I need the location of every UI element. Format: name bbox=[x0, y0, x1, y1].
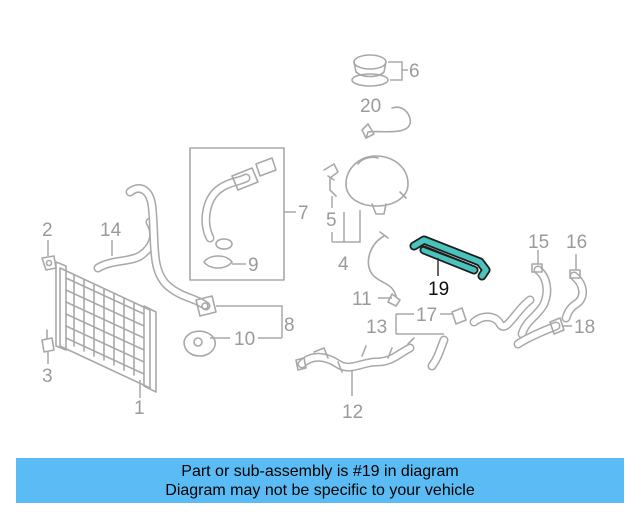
part-19-coolant-pipe[interactable] bbox=[409, 235, 491, 281]
callout-19: 19 bbox=[428, 279, 449, 300]
callout-9: 9 bbox=[248, 255, 259, 276]
part-hose-kit bbox=[189, 147, 285, 281]
banner-line-part: Part or sub-assembly is #19 in diagram bbox=[181, 462, 459, 480]
part-coolant-flange bbox=[183, 330, 216, 357]
part-bracket-upper bbox=[41, 255, 57, 271]
part-hose-16 bbox=[561, 269, 587, 323]
part-hose-18 bbox=[513, 317, 565, 349]
callout-10: 10 bbox=[234, 329, 255, 350]
callout-8: 8 bbox=[284, 315, 295, 336]
callout-15: 15 bbox=[528, 232, 549, 253]
callout-4: 4 bbox=[338, 254, 349, 275]
banner-line-disclaimer: Diagram may not be specific to your vehi… bbox=[165, 481, 475, 499]
parts-diagram: 1 2 3 14 7 9 bbox=[41, 54, 595, 423]
callout-17: 17 bbox=[416, 305, 437, 326]
info-banner: Part or sub-assembly is #19 in diagram D… bbox=[16, 458, 624, 503]
callout-20: 20 bbox=[360, 96, 381, 117]
part-flange bbox=[195, 295, 217, 317]
part-lower-hose bbox=[125, 184, 211, 311]
part-expansion-tank bbox=[345, 155, 409, 215]
part-bracket-lower bbox=[41, 329, 55, 353]
part-vent-hose bbox=[361, 106, 412, 139]
callout-16: 16 bbox=[566, 232, 587, 253]
callout-1: 1 bbox=[134, 398, 145, 419]
part-pipe-13 bbox=[427, 295, 535, 371]
callout-18: 18 bbox=[574, 317, 595, 338]
part-bleed-hose bbox=[367, 231, 401, 307]
callout-14: 14 bbox=[100, 220, 122, 241]
callout-13: 13 bbox=[366, 317, 387, 338]
part-hose-harness bbox=[295, 337, 415, 373]
callout-11: 11 bbox=[352, 289, 372, 310]
callout-6: 6 bbox=[409, 61, 420, 82]
callout-3: 3 bbox=[42, 366, 53, 387]
callout-2: 2 bbox=[42, 220, 53, 241]
callout-5: 5 bbox=[326, 210, 337, 231]
part-expansion-cap bbox=[351, 54, 389, 87]
part-connector-17 bbox=[451, 307, 467, 325]
part-radiator bbox=[55, 261, 157, 393]
callout-7: 7 bbox=[298, 203, 309, 224]
callout-12: 12 bbox=[342, 402, 363, 423]
part-tank-bracket bbox=[323, 163, 339, 197]
